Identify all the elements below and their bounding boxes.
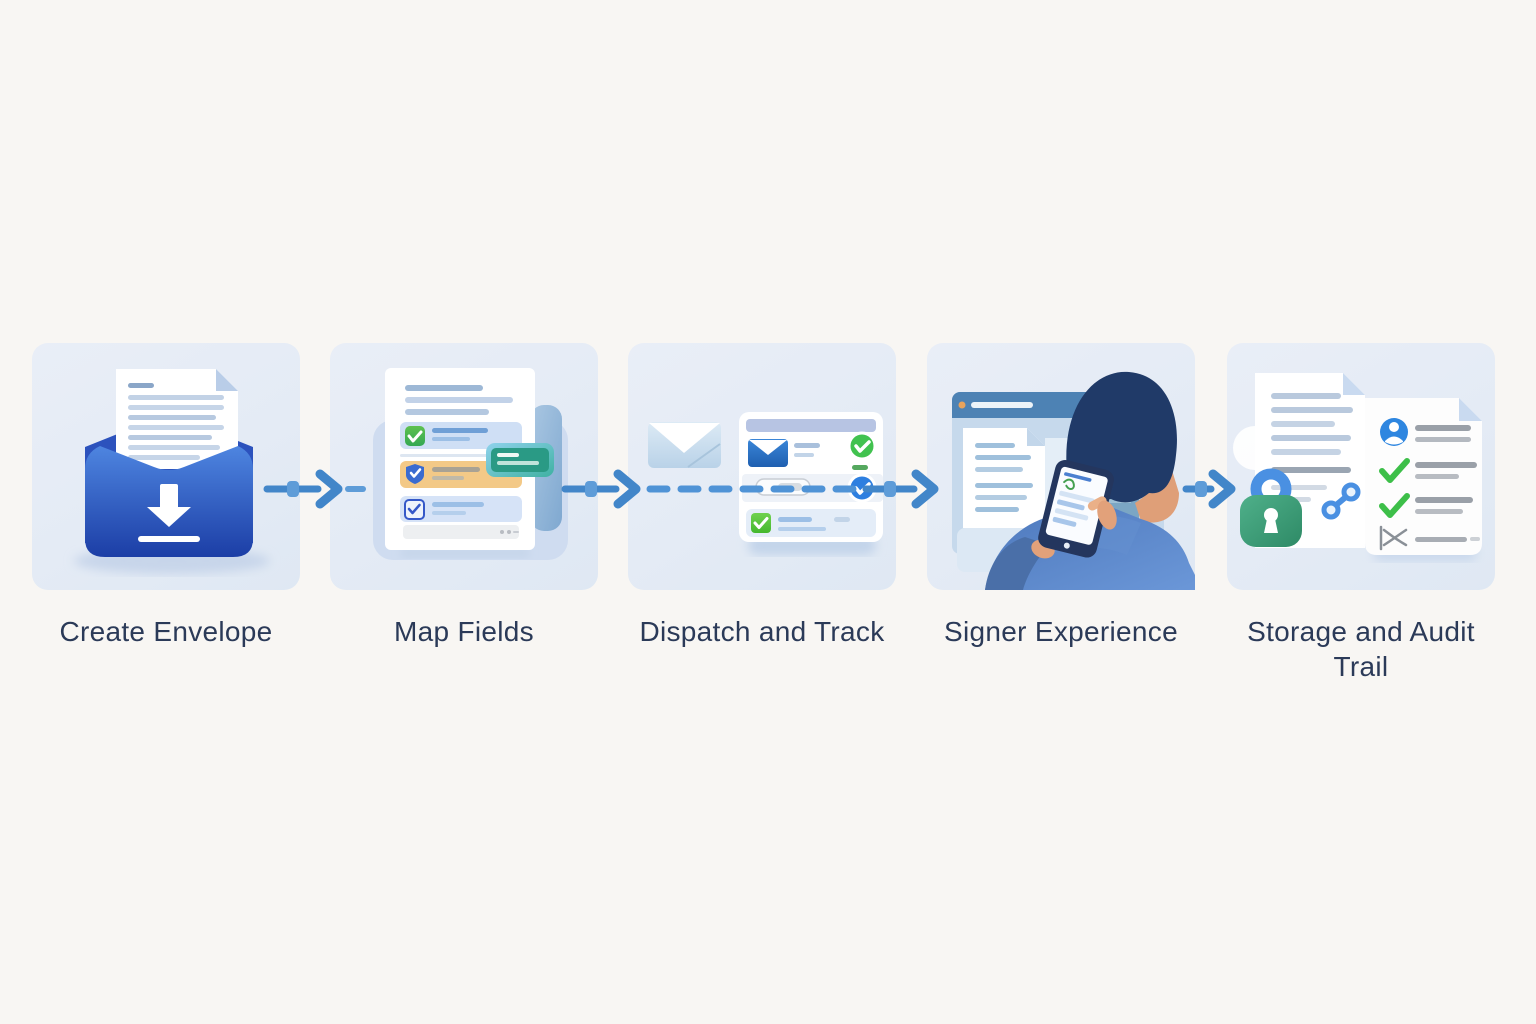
- field-row-pending: [400, 496, 522, 522]
- in-progress-check-icon: [847, 473, 877, 503]
- browser-dot-icon: [958, 401, 966, 409]
- lock-audit-trail-icon: [1233, 373, 1482, 561]
- document-sheet: [116, 369, 238, 469]
- audit-check-icon: [1379, 458, 1410, 483]
- download-arrow-icon: [138, 484, 200, 542]
- step-label: Dispatch and Track: [639, 616, 885, 647]
- outgoing-envelope-icon: [648, 422, 721, 468]
- link-chain-icon: [1321, 482, 1361, 520]
- step-card-create-envelope: [32, 343, 300, 590]
- email-tracking-icon: [648, 412, 883, 555]
- security-lock-icon: [1240, 468, 1302, 547]
- tracking-panel: [739, 412, 883, 542]
- step-card-signer-experience: [927, 343, 1195, 590]
- step-label: Signer Experience: [944, 616, 1178, 647]
- audit-check-icon: [1379, 493, 1410, 518]
- signer-hand: [1087, 496, 1117, 530]
- step-card-dispatch-track: [628, 343, 896, 590]
- signing-tablet: [1038, 459, 1114, 558]
- field-tooltip: [486, 443, 554, 477]
- address-bar: [971, 402, 1033, 408]
- signature-mark-icon: [1379, 525, 1408, 551]
- signature-scribble-icon: [1063, 478, 1075, 490]
- delivered-check-icon: [847, 431, 877, 461]
- field-row-checked: [400, 422, 522, 449]
- audit-trail-document: [1365, 398, 1482, 555]
- form-fields-document-icon: [373, 368, 568, 560]
- step-label: Storage and Audit Trail: [1247, 616, 1475, 682]
- step-card-storage-audit: [1227, 343, 1495, 590]
- inbox-download-icon: [74, 369, 270, 574]
- step-label: Create Envelope: [59, 616, 273, 647]
- step-card-map-fields: [330, 343, 598, 590]
- step-label: Map Fields: [394, 616, 534, 647]
- signer-tablet-icon: [952, 371, 1195, 590]
